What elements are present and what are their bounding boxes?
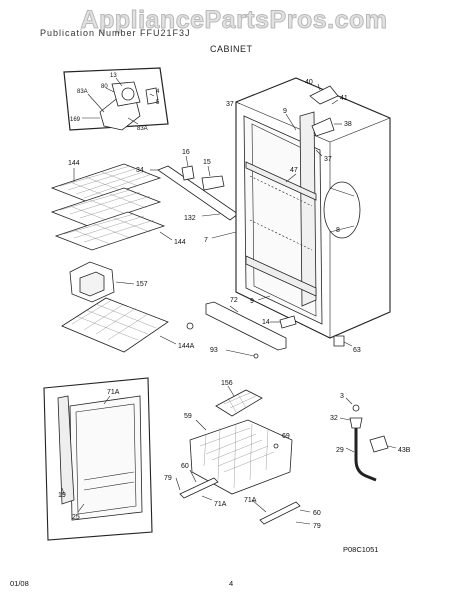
callout-144a: 144A xyxy=(178,343,195,350)
wire-basket: 59 69 xyxy=(184,413,293,495)
callout-32: 32 xyxy=(330,415,338,422)
callout-71a: 71A xyxy=(107,389,120,396)
cabinet-body xyxy=(235,77,391,339)
callout-38: 38 xyxy=(344,121,352,128)
callout-7: 7 xyxy=(204,237,208,244)
callout-8: 8 xyxy=(336,227,340,234)
callout-19: 19 xyxy=(58,492,66,499)
footer-page-number: 4 xyxy=(229,579,234,588)
callout-79: 79 xyxy=(164,475,172,482)
callout-16: 16 xyxy=(182,149,190,156)
callout-9: 9 xyxy=(283,108,287,115)
callout-63: 63 xyxy=(353,347,361,354)
callout-156: 156 xyxy=(221,380,233,387)
callout-93: 93 xyxy=(210,347,218,354)
callout-5: 5 xyxy=(156,100,160,106)
callout-29: 29 xyxy=(336,447,344,454)
callout-157: 157 xyxy=(136,281,148,288)
callout-40: 40 xyxy=(305,79,313,86)
callout-43b: 43B xyxy=(398,447,411,454)
screw-b xyxy=(253,353,259,359)
callout-59: 59 xyxy=(184,413,192,420)
callout-37-b: 37 xyxy=(324,156,332,163)
callout-34: 34 xyxy=(136,167,144,174)
callout-25: 25 xyxy=(72,514,80,521)
light-switch: 16 xyxy=(181,149,195,181)
callout-47: 47 xyxy=(290,167,298,174)
callout-4: 4 xyxy=(156,89,160,95)
callout-37: 37 xyxy=(226,101,234,108)
leveling-leg: 14 xyxy=(262,315,297,329)
callout-41: 41 xyxy=(340,95,348,102)
callout-144: 144 xyxy=(68,160,80,167)
hinge: 38 xyxy=(311,117,352,137)
callout-169: 169 xyxy=(70,117,81,123)
callout-71a-c: 71A xyxy=(244,497,257,504)
bottom-shelf: 144A xyxy=(61,297,195,353)
callout-83a: 83A xyxy=(77,89,88,95)
callout-83a-lower: 83A xyxy=(137,126,148,132)
light-lens: 15 xyxy=(201,159,225,191)
callout-72: 72 xyxy=(230,297,238,304)
door-liner-inset: 71A 19 25 xyxy=(43,377,153,541)
basket-rails: 60 79 71A 71A 60 79 xyxy=(164,463,321,530)
footer-date: 01/08 xyxy=(10,579,29,588)
callout-13: 13 xyxy=(110,73,117,79)
callout-14: 14 xyxy=(262,319,270,326)
callout-80: 80 xyxy=(101,84,108,90)
callout-9-b: 9 xyxy=(250,298,254,305)
diagram-code: P08C1051 xyxy=(343,545,379,554)
hinge-cover: 40 41 xyxy=(305,79,348,105)
drain-tube: 3 32 29 43B xyxy=(330,393,411,482)
fan-motor-inset: 13 80 83A 4 5 169 83A xyxy=(63,67,169,132)
watermark: AppliancePartsPros.com xyxy=(80,6,388,35)
callout-79-b: 79 xyxy=(313,523,321,530)
publication-header: Publication Number FFU21F3J xyxy=(40,28,191,38)
kick-plate: 72 xyxy=(205,297,287,351)
callout-60-b: 60 xyxy=(313,510,321,517)
wire-shelves: 144 144 xyxy=(50,160,186,251)
foot: 63 xyxy=(333,335,361,354)
callout-144-b: 144 xyxy=(174,239,186,246)
callout-60: 60 xyxy=(181,463,189,470)
callout-3: 3 xyxy=(340,393,344,400)
callout-71a-b: 71A xyxy=(214,501,227,508)
basket-divider: 156 xyxy=(215,380,263,417)
callout-69: 69 xyxy=(282,433,290,440)
shelf-bracket: 157 xyxy=(69,261,148,303)
callout-15: 15 xyxy=(203,159,211,166)
section-title: CABINET xyxy=(210,44,253,54)
screw xyxy=(186,322,194,330)
callout-132: 132 xyxy=(184,215,196,222)
